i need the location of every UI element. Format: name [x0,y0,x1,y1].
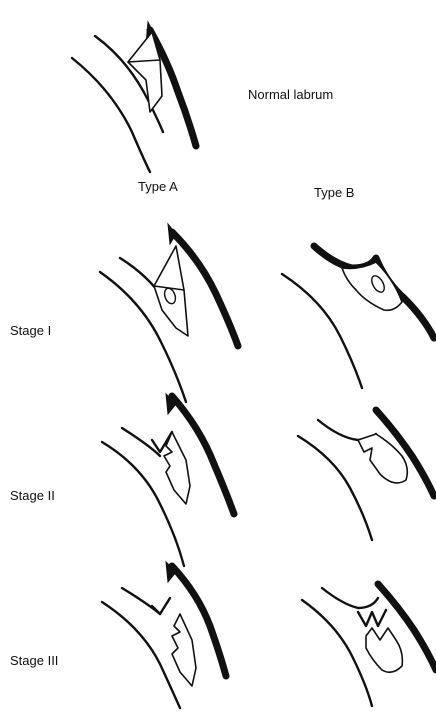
type-b-stage-3-illustration [0,0,436,713]
